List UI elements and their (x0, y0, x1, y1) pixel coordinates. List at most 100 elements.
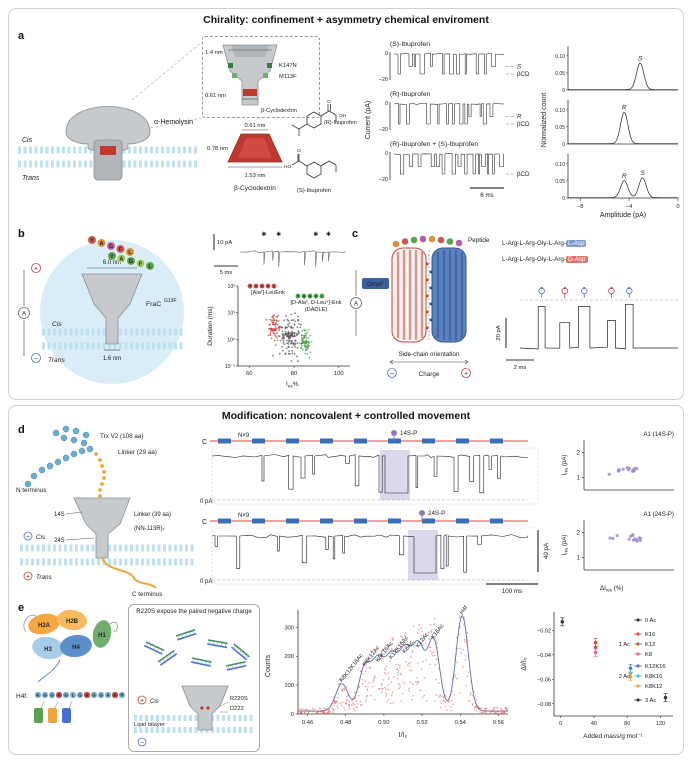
svg-text:G: G (261, 285, 264, 289)
svg-text:[D-Ala², D-Leu⁵]-Enk: [D-Ala², D-Leu⁵]-Enk (290, 299, 341, 306)
h2a-label: H2A (38, 623, 51, 629)
trans-label: Trans (22, 175, 40, 182)
svg-text:K8K16: K8K16 (645, 674, 662, 680)
svg-text:K: K (36, 692, 40, 697)
svg-text:Amplitude (pA): Amplitude (pA) (600, 212, 646, 219)
svg-text:0.10: 0.10 (555, 162, 565, 168)
ammeter-icon (350, 297, 362, 309)
svg-text:Current (pA): Current (pA) (365, 101, 372, 140)
svg-text:C: C (202, 519, 207, 526)
svg-text:ΔIres (%): ΔIres (%) (600, 585, 623, 593)
svg-text:1: 1 (577, 556, 581, 562)
svg-text:S: S (638, 55, 643, 62)
ammeter-icon (18, 307, 30, 319)
panel-label-c: c (352, 228, 359, 240)
section-title-chirality: Chirality: confinement + asymmetry chemi… (203, 14, 489, 26)
svg-text:G: G (99, 692, 103, 697)
minus-electrode-icon (31, 353, 41, 363)
svg-text:S: S (517, 64, 522, 71)
ompf-tab (362, 278, 389, 289)
svg-text:24S-P: 24S-P (428, 510, 445, 517)
plus-electrode-icon (23, 571, 33, 581)
ammeter-label: A (22, 312, 26, 318)
s-ibuprofen-structure (291, 154, 337, 179)
svg-text:0: 0 (385, 151, 388, 157)
svg-text:βCD: βCD (517, 121, 530, 128)
peptide-legend-d: L-Arg-L-Arg-Gly-L-Arg-D-Asp (502, 256, 588, 263)
dim-label-top: 1.4 nm (205, 50, 223, 56)
minus-label: – (390, 371, 394, 378)
h4f-label: H4f. (16, 693, 28, 700)
o-label: O (327, 99, 331, 105)
mutation-site-icon (267, 63, 272, 68)
svg-text:(R)-Ibuprofen: (R)-Ibuprofen (390, 91, 431, 98)
r220s-box (128, 604, 260, 752)
svg-text:N×9: N×9 (238, 433, 250, 439)
svg-text:0.05: 0.05 (555, 71, 565, 77)
svg-text:60: 60 (246, 371, 252, 377)
svg-text:0.48: 0.48 (340, 720, 351, 726)
svg-text:✱: ✱ (276, 231, 281, 238)
s24-label: 24S (54, 538, 65, 544)
svg-text:10²: 10² (228, 284, 236, 290)
svg-text:−0.04: −0.04 (537, 653, 551, 659)
lipid-bilayer (42, 328, 184, 350)
dim-top-label: 6.0 nm (103, 260, 121, 266)
svg-text:K8K12K16Ac: K8K12K16Ac (339, 653, 365, 684)
svg-text:2: 2 (577, 451, 581, 457)
dna-duplex (191, 657, 212, 667)
oh-label: OH (339, 113, 347, 119)
plus-electrode-icon (31, 263, 41, 273)
o-label: O (297, 148, 301, 154)
nn-repeat-label: (NN-113R)₇ (134, 526, 165, 532)
svg-text:G: G (109, 244, 113, 250)
svg-text:5 ms: 5 ms (220, 270, 233, 276)
mutation-site-icon (232, 73, 237, 78)
svg-text:K8: K8 (645, 652, 652, 658)
ibuprofen-structures: O OH (R)-Ibuprofen O HO (S)-Ibuprofen (284, 99, 357, 194)
trans-label: Trans (36, 574, 52, 581)
svg-text:10⁻¹: 10⁻¹ (225, 364, 236, 370)
svg-text:K12K16: K12K16 (645, 664, 666, 670)
cyclodextrin-adapter (100, 146, 116, 155)
minus-label: – (26, 535, 30, 541)
linker1-label: Linker (29 aa) (118, 449, 157, 456)
svg-text:0 pA: 0 pA (200, 499, 212, 505)
svg-text:[Ala²]-LeuEnk: [Ala²]-LeuEnk (251, 290, 285, 296)
svg-text:K: K (57, 692, 61, 697)
svg-text:−0.06: −0.06 (537, 677, 551, 683)
s-ibuprofen-label: (S)-Ibuprofen (297, 188, 331, 194)
svg-text:F: F (267, 285, 270, 289)
amplitude-histograms-chart: Normalized count0.100.050S0.100.050R0.10… (541, 46, 680, 219)
svg-text:100 ms: 100 ms (502, 588, 522, 595)
svg-text:A: A (255, 285, 258, 289)
minus-charge-icon (387, 368, 397, 378)
svg-text:100: 100 (334, 371, 344, 377)
svg-text:0: 0 (562, 142, 565, 148)
dim-bottom-label: 1.6 nm (103, 356, 121, 362)
svg-text:K: K (113, 692, 117, 697)
svg-text:2 ms: 2 ms (514, 365, 527, 371)
svg-text:0.50: 0.50 (378, 720, 389, 726)
svg-text:K16Ac: K16Ac (430, 623, 445, 640)
svg-text:0.52: 0.52 (416, 720, 427, 726)
svg-text:0: 0 (676, 204, 679, 210)
lipid-bilayer-label: Lipid bilayer (134, 722, 165, 728)
svg-text:0: 0 (562, 196, 565, 202)
tag-icon (48, 708, 57, 723)
ho-label: HO (284, 164, 291, 170)
dna-duplex (175, 629, 197, 641)
minus-label: – (140, 741, 144, 747)
svg-text:L: L (148, 264, 152, 270)
svg-text:G: G (78, 692, 82, 697)
trx-pore-cartoon: Trx V2 (108 aa) Linker (29 aa) N terminu… (16, 425, 194, 598)
h4-tail (37, 659, 61, 683)
trans-label: Trans (48, 357, 65, 364)
dna-duplex (207, 639, 228, 649)
dna-duplex (143, 641, 165, 655)
alpha-hemolysin-cartoon: α-Hemolysin Cis Trans (18, 41, 203, 182)
svg-text:120: 120 (656, 721, 665, 727)
